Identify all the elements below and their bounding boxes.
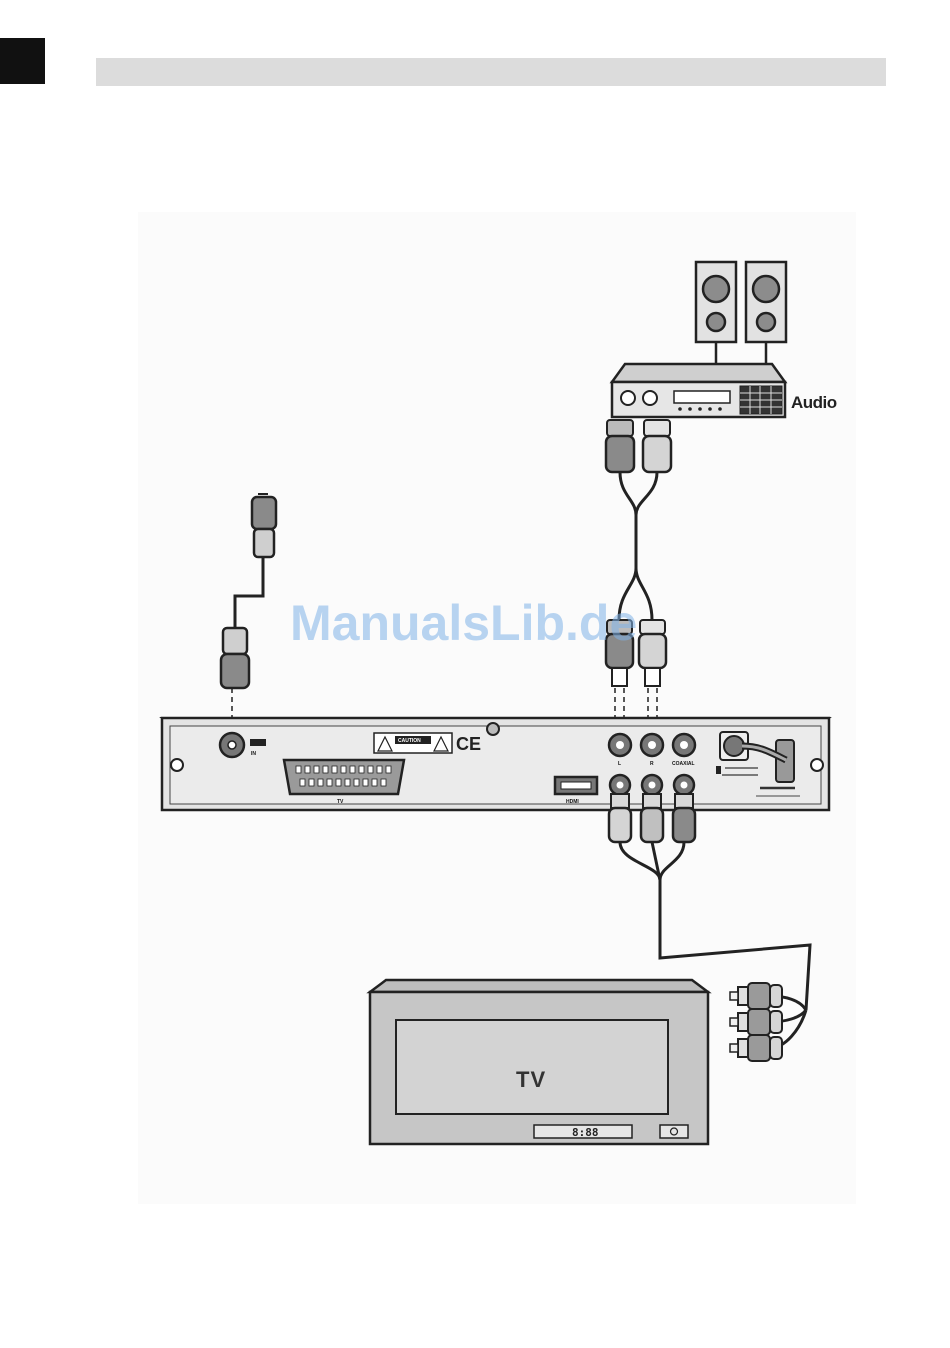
caution-text: CAUTION	[398, 738, 421, 744]
antenna-port-label: IN	[251, 751, 256, 757]
coaxial-label: COAXIAL	[672, 761, 695, 767]
amp-rca-plug-left	[606, 420, 634, 472]
video-jack-1	[610, 775, 630, 795]
stb-rca-plug-right	[639, 620, 666, 686]
video-plugs-tv	[730, 983, 782, 1061]
watermark: ManualsLib.de	[290, 595, 637, 651]
video-jack-3	[674, 775, 694, 795]
scart-label: TV	[337, 799, 344, 805]
video-jack-2	[642, 775, 662, 795]
antenna-cable	[235, 557, 263, 628]
television	[370, 980, 708, 1144]
speaker-wires	[716, 342, 766, 364]
audio-out-right-jack	[641, 734, 663, 756]
amp-rca-plug-right	[643, 420, 671, 472]
audio-label: Audio	[791, 393, 837, 412]
antenna-input-port	[220, 733, 244, 757]
caution-label: CAUTION	[374, 733, 452, 753]
tv-label: TV	[516, 1067, 546, 1092]
hdmi-port	[555, 777, 597, 794]
audio-amplifier	[612, 364, 785, 417]
speaker-right	[746, 262, 786, 342]
scart-connector	[284, 760, 404, 794]
audio-right-label: R	[650, 761, 654, 767]
hdmi-label: HDMI	[566, 799, 579, 805]
audio-out-left-jack	[609, 734, 631, 756]
antenna-port-tag	[250, 739, 266, 746]
audio-left-label: L	[618, 761, 621, 767]
speaker-left	[696, 262, 736, 342]
antenna-plug-bottom	[221, 628, 249, 730]
coaxial-jack	[673, 734, 695, 756]
video-plugs-stb	[609, 794, 695, 842]
antenna-plug-top	[252, 494, 276, 557]
ce-mark: CE	[456, 734, 481, 754]
tv-clock-display: 8:88	[572, 1126, 599, 1139]
